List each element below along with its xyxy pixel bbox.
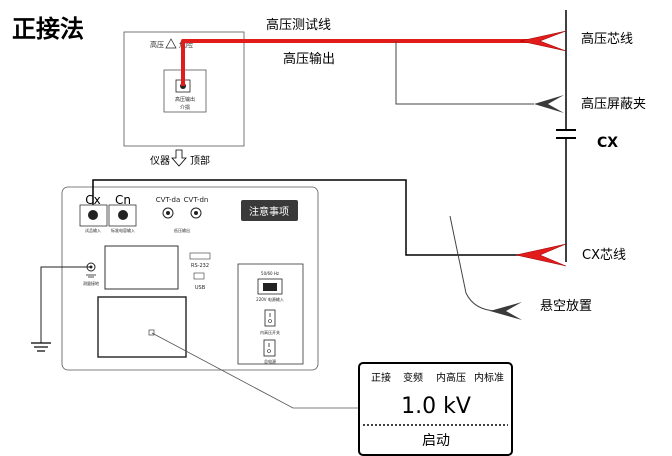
cx-signal-wire [92,179,536,256]
diagram-title: 正接法 [12,15,84,43]
rs232-port [189,252,211,260]
cx-input-socket [88,210,98,220]
down-arrow-icon [171,149,187,167]
hv-switch-label: 内高压开关 [260,329,280,335]
suspended-label: 悬空放置 [540,299,592,314]
display-mode-1: 变频 [403,371,423,384]
top-panel-warning-text-left: 高压 [150,40,164,49]
cvt-da-socket-core [166,211,170,215]
cn-input-sublabel: 标准电容输入 [111,227,135,233]
suspended-clip [490,302,522,320]
small-screen [104,245,179,290]
display-mode-3: 内标准 [474,371,504,384]
cvt-da-label: CVT-da [156,196,181,204]
display-mode-0: 正接 [371,371,391,384]
main-power-switch[interactable] [263,339,276,357]
orientation-left-label: 仪器 [150,155,170,167]
screen-callout-line [151,332,360,409]
hv-socket-label: 高压输出 [175,96,195,103]
cvt-dn-socket-core [194,211,198,215]
cx-capacitor-gap [562,131,570,137]
warning-triangle-icon [165,38,177,49]
power-input-label: 220V 电源输入 [256,296,284,302]
rs232-label: RS-232 [191,263,209,269]
ground-label: 测量接地 [83,280,99,286]
cx-shield-wire [449,215,497,312]
hv-socket-sublabel: 介损 [180,104,190,111]
cx-input-sublabel: 试品输入 [85,227,101,233]
main-power-switch-dot [267,349,271,353]
display-mode-2: 内高压 [436,371,466,384]
cn-input-socket [118,210,128,220]
power-freq-label: 50/60 Hz [261,271,279,276]
hv-output-label: 高压输出 [283,51,335,67]
notice-button-label: 注意事项 [249,205,289,218]
hv-test-wire [181,39,536,86]
display-panel [358,362,513,456]
top-panel-warning-text-right: 危险 [179,40,193,49]
hv-test-line-label: 高压测试线 [266,17,331,33]
main-screen-point [148,329,155,336]
hv-core-clip [519,30,567,52]
hv-shield-wire [395,41,534,105]
cx-core-label: CX芯线 [582,248,626,263]
notice-button[interactable] [241,200,298,221]
orientation-right-label: 顶部 [190,154,210,167]
main-screen [97,296,187,358]
cx-core-clip [515,243,567,267]
hv-shield-clip-label: 高压屏蔽夹 [581,96,646,112]
display-voltage: 1.0 kV [401,394,471,419]
hv-switch-dot [268,319,272,323]
power-socket-inner [263,283,277,291]
hv-switch[interactable] [264,309,276,327]
cvt-sublabel: 低压输出 [174,227,190,233]
display-start-button[interactable]: 启动 [422,433,450,449]
usb-port [193,272,205,280]
main-power-label: 总电源 [264,358,276,364]
cx-input-label: Cx [85,193,100,207]
cx-label: CX [597,135,618,151]
usb-label: USB [195,285,206,291]
hv-shield-clip [534,95,564,113]
ground-wire [40,266,91,343]
cvt-dn-label: CVT-dn [184,196,209,204]
hv-core-label: 高压芯线 [581,31,633,47]
cn-input-label: Cn [115,193,131,207]
